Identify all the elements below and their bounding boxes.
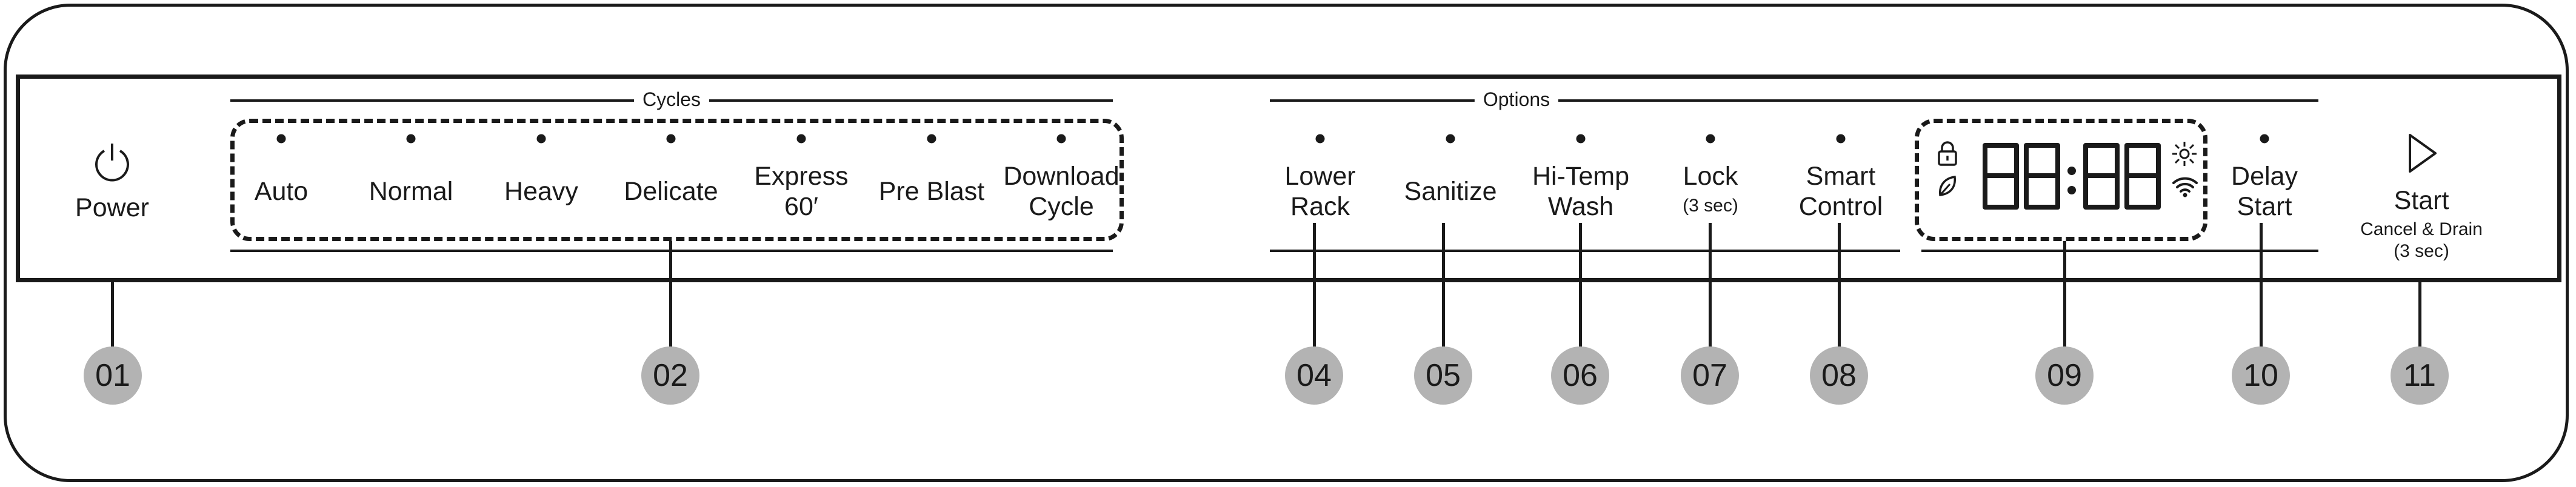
leader-line-10	[2260, 223, 2263, 369]
cycle-led-heavy	[536, 134, 546, 144]
option-lower-rack-line2: Rack	[1290, 192, 1350, 221]
option-led-hi-temp	[1576, 134, 1586, 144]
leader-line-04	[1313, 223, 1316, 369]
power-label: Power	[75, 193, 149, 222]
callout-04: 04	[1285, 346, 1343, 405]
leader-line-05	[1442, 223, 1445, 369]
sun-icon	[2172, 142, 2197, 166]
cycles-group-label: Cycles	[633, 88, 710, 110]
cycle-led-auto	[276, 134, 286, 144]
seven-segment-digits	[1983, 143, 2161, 210]
cycle-express-line1: Express	[754, 162, 849, 191]
cycles-dashed-group	[230, 119, 1124, 241]
cycle-led-delicate	[666, 134, 676, 144]
cycle-button-delicate[interactable]: Delicate	[624, 177, 718, 206]
option-lock-sub: (3 sec)	[1683, 196, 1738, 216]
leader-line-08	[1838, 223, 1841, 369]
delay-start-line2: Start	[2237, 192, 2292, 221]
cycle-download-line1: Download	[1003, 162, 1119, 191]
cycle-button-preblast[interactable]: Pre Blast	[878, 177, 985, 206]
options-footer-line	[1270, 250, 1900, 252]
cycle-button-heavy[interactable]: Heavy	[504, 177, 578, 206]
option-led-lower-rack	[1315, 134, 1325, 144]
cycle-led-preblast	[927, 134, 936, 144]
cycle-button-normal[interactable]: Normal	[369, 177, 453, 206]
display-dashed-group	[1915, 119, 2207, 241]
option-hi-temp-line1: Hi-Temp	[1532, 162, 1630, 191]
option-button-sanitize[interactable]: Sanitize	[1404, 177, 1497, 206]
callout-11: 11	[2391, 346, 2449, 405]
start-label: Start	[2394, 186, 2449, 215]
control-panel	[16, 75, 2561, 282]
outer-frame	[4, 4, 2569, 482]
option-hi-temp-line2: Wash	[1547, 192, 1614, 221]
leader-line-02	[669, 241, 672, 369]
callout-10: 10	[2232, 346, 2290, 405]
option-smart-control-line2: Control	[1798, 192, 1883, 221]
leader-line-01	[111, 280, 114, 369]
display-footer-line	[1921, 250, 2318, 252]
cycle-led-express	[796, 134, 806, 144]
cycle-led-normal	[406, 134, 416, 144]
option-smart-control-line1: Smart	[1806, 162, 1876, 191]
start-sub-cancel-drain: Cancel & Drain	[2360, 219, 2483, 239]
display-header-line	[1921, 99, 2318, 102]
option-led-sanitize	[1446, 134, 1455, 144]
callout-09: 09	[2035, 346, 2094, 405]
cycle-express-line2: 60′	[784, 192, 818, 221]
leader-line-06	[1579, 223, 1582, 369]
callout-08: 08	[1810, 346, 1868, 405]
callout-07: 07	[1681, 346, 1739, 405]
cycle-button-auto[interactable]: Auto	[254, 177, 309, 206]
cycle-download-line2: Cycle	[1029, 192, 1094, 221]
play-icon	[2409, 134, 2437, 173]
leaf-icon	[1939, 176, 1956, 196]
start-sub-duration: (3 sec)	[2394, 241, 2449, 261]
lock-icon	[1938, 141, 1957, 166]
power-icon	[95, 144, 129, 182]
leader-line-11	[2418, 280, 2421, 369]
option-lock-line1: Lock	[1683, 162, 1738, 191]
callout-01: 01	[84, 346, 142, 405]
option-led-smart-control	[1836, 134, 1846, 144]
options-group-label: Options	[1474, 88, 1559, 110]
options-header-line	[1270, 99, 2318, 102]
delay-start-led	[2260, 134, 2269, 144]
leader-line-09	[2063, 241, 2066, 369]
cycle-led-download	[1056, 134, 1066, 144]
delay-start-line1: Delay	[2231, 162, 2298, 191]
digital-display	[1915, 119, 2207, 241]
leader-line-07	[1709, 223, 1712, 369]
callout-02: 02	[641, 346, 699, 405]
wifi-icon	[2172, 177, 2198, 197]
callout-05: 05	[1414, 346, 1472, 405]
callout-06: 06	[1551, 346, 1609, 405]
option-lower-rack-line1: Lower	[1284, 162, 1356, 191]
option-led-lock	[1706, 134, 1715, 144]
